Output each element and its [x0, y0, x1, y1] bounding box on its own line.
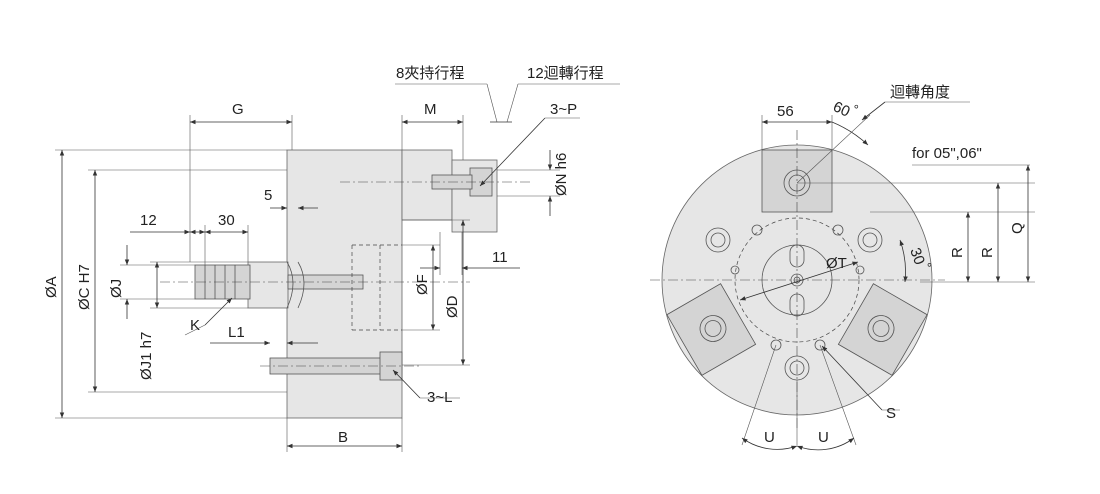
dim-12: 12: [140, 212, 157, 229]
label-K: K: [190, 317, 200, 334]
jaw-left: [666, 283, 757, 376]
angle-30: 30: [906, 246, 928, 267]
front-view: 56 60 ° 迴轉角度 for 05",06" 30 ° ØT R: [650, 84, 1035, 451]
label-3P: 3~P: [550, 101, 577, 118]
label-clamp-stroke: 8夾持行程: [396, 65, 464, 82]
dim-Q: Q: [1009, 222, 1026, 234]
jaw-right: [837, 283, 928, 376]
dim-A: ØA: [43, 276, 60, 298]
dim-J1-h7: ØJ1 h7: [138, 332, 155, 380]
label-S: S: [886, 405, 896, 422]
dim-R1: R: [949, 247, 966, 258]
spindle-boss: [247, 261, 289, 309]
dim-L1: L1: [228, 324, 245, 341]
label-3L: 3~L: [427, 389, 452, 406]
angle-60: 60: [830, 98, 852, 120]
side-view: G M 8夾持行程 12迴轉行程 3~P ØN h6 5 11: [43, 65, 620, 452]
dim-C-H7: ØC H7: [76, 264, 93, 310]
dim-M: M: [424, 101, 437, 118]
label-rotation-angle: 迴轉角度: [890, 84, 950, 101]
angle-60-deg: °: [850, 101, 861, 117]
dim-11: 11: [492, 249, 508, 266]
break-line: [286, 261, 294, 309]
dim-T: ØT: [826, 255, 847, 272]
dim-J: ØJ: [108, 279, 125, 298]
angle-30-deg: °: [919, 261, 935, 271]
dim-B: B: [338, 429, 348, 446]
dim-G: G: [232, 101, 244, 118]
dim-U1: U: [764, 429, 775, 446]
label-rotate-stroke: 12迴轉行程: [527, 65, 604, 82]
dim-U2: U: [818, 429, 829, 446]
dim-56: 56: [777, 103, 794, 120]
dim-5: 5: [264, 187, 272, 204]
dim-N-h6: ØN h6: [553, 153, 570, 196]
dim-30: 30: [218, 212, 235, 229]
dim-F: ØF: [414, 274, 431, 295]
dim-D: ØD: [444, 295, 461, 318]
dim-R2: R: [979, 247, 996, 258]
label-for-models: for 05",06": [912, 145, 982, 162]
